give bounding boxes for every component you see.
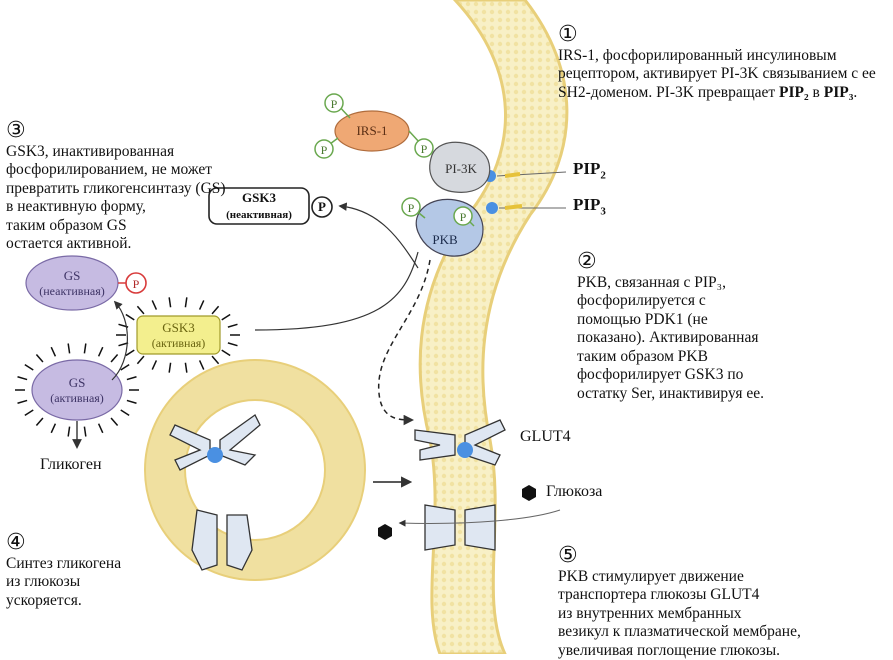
p-pkb-b: P [459,210,467,224]
phosphate-irs1-b [314,139,334,159]
glucose-label: Глюкоза [546,483,603,500]
phosphate-irs1-c [414,138,434,158]
gsk3-inactive-box [208,187,310,225]
activity-ray [211,305,220,315]
activity-ray [24,363,34,371]
pi3k-label: PI-3K [445,161,477,176]
p-gs: P [132,277,140,291]
gs-inactive-label: GS(неактивная) [39,268,105,298]
p-pkb-a: P [407,201,415,215]
activity-ray [227,342,238,347]
activity-ray [97,346,104,357]
activity-ray [168,297,172,308]
activity-ray [211,355,220,365]
plasma-membrane [418,0,569,656]
pi3k-enzyme [429,141,491,193]
activity-ray [17,399,28,404]
activity-ray [83,343,87,354]
glut4-membrane-lower [424,504,496,551]
gs-active-glow [15,343,139,437]
activity-ray [227,323,238,328]
activity-ray [136,305,145,315]
activity-ray [136,355,145,365]
activity-ray [118,342,129,347]
p-irs1-c: P [420,142,428,156]
phosphate-gsk3-inactive [311,196,333,218]
activity-ray [221,313,231,321]
activity-ray [125,313,135,321]
glut4-label: GLUT4 [520,428,571,445]
activity-ray [126,399,137,404]
note-3-number: ③ [6,117,26,143]
p-gsk3-inactive: P [318,199,326,214]
gs-active [31,359,123,421]
p-irs1-a: P [330,97,338,111]
note-2-number: ② [577,248,597,274]
activity-ray [120,363,130,371]
activity-ray [184,362,188,373]
phosphate-pkb-a [401,197,421,217]
activity-ray [221,349,231,357]
activity-ray [35,353,44,363]
gsk3-active-box [136,315,221,355]
activity-ray [24,409,34,417]
activity-ray [67,426,71,437]
note-4-number: ④ [6,529,26,555]
gsk3-inactive-label: GSK3(неактивная) [226,190,292,221]
activity-ray [168,362,172,373]
activity-ray [35,417,44,427]
phosphate-irs1-a [324,93,344,113]
glut4-membrane-upper [414,419,506,466]
irs1-label: IRS-1 [356,123,388,138]
note-1-number: ① [558,21,578,47]
activity-ray [126,376,137,381]
glucose-inside-icon [378,524,392,540]
activity-ray [120,409,130,417]
activity-ray [184,297,188,308]
activity-ray [50,346,57,357]
phosphate-pkb-b [453,206,473,226]
pip3-label: PIP3 [573,195,606,218]
glut4-vesicle-lower [191,509,253,571]
note-5-number: ⑤ [558,542,578,568]
pip3-lipid [486,202,498,214]
activity-ray [67,343,71,354]
activity-ray [17,376,28,381]
pkb-label: PKB [432,232,458,247]
gsk3-active-label: GSK3(активная) [151,320,206,350]
activity-ray [151,300,158,310]
activity-ray [110,353,119,363]
gsk3-active-glow [116,297,240,373]
glycogen-label: Гликоген [40,456,102,473]
activity-ray [125,349,135,357]
activity-ray [110,417,119,427]
activity-ray [97,423,104,434]
activity-ray [50,423,57,434]
gs-active-label: GS(активная) [50,375,104,405]
pip2-label: PIP2 [573,159,606,182]
glut4-vesicle-upper [169,414,261,471]
activity-ray [198,300,205,310]
activity-ray [83,426,87,437]
phosphate-gs [125,272,147,294]
p-irs1-b: P [320,143,328,157]
activity-ray [198,360,205,370]
activity-ray [151,360,158,370]
intracellular-vesicle [145,360,365,580]
glucose-outside-icon [522,485,536,501]
